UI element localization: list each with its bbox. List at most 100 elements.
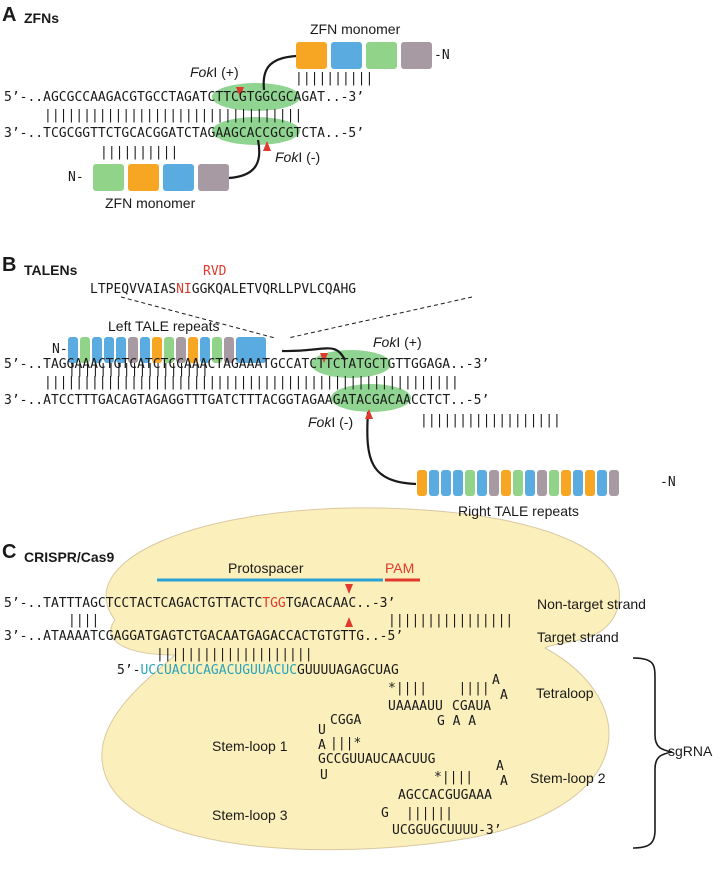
zfn-cut-site-highlight-bottom: [212, 117, 300, 145]
talen-linker-top: [281, 347, 346, 361]
talen-cut-site-highlight-bottom: [331, 384, 411, 412]
tetraloop-bottom-right: CGAUA: [452, 699, 492, 714]
tetraloop-pairs: *|||| ||||: [388, 681, 490, 696]
talen-left-n-terminus: N-: [52, 342, 68, 357]
stem-loop-1-label: Stem-loop 1: [212, 738, 288, 754]
right-tale-repeats: [417, 470, 619, 496]
talen-left-contact-ticks: ||||||||||||||||||: [68, 362, 209, 377]
tale-repeat-unit: [152, 337, 162, 363]
cas9-base-pairs-left: ||||: [68, 613, 100, 628]
protospacer-label: Protospacer: [228, 560, 304, 576]
zfn-monomer-bottom-domains: [93, 164, 229, 191]
talen-right-n-terminus: -N: [660, 475, 676, 490]
tetraloop-label: Tetraloop: [536, 685, 594, 701]
tale-repeat-unit: [489, 470, 499, 496]
stem-loop-3-g: G: [381, 806, 389, 821]
tale-repeat-unit: [104, 337, 114, 363]
tale-repeat-unit: [585, 470, 595, 496]
stem-loop-2-label: Stem-loop 2: [530, 770, 606, 786]
zfn-top-n-terminus: -N: [434, 48, 450, 63]
tetraloop-a2: A: [500, 688, 508, 703]
tale-repeat-unit: [561, 470, 571, 496]
zfn-bottom-n-terminus: N-: [68, 170, 84, 185]
cas9-protein-shape: [101, 507, 620, 851]
zfn-cut-arrow-top: [236, 87, 244, 97]
talen-cut-arrow-bottom: [365, 409, 373, 419]
zfn-linker-top: [262, 54, 297, 91]
stem-loop-2-a1: A: [496, 759, 504, 774]
guide-base-pairs: ||||||||||||||||||||: [156, 647, 313, 662]
tale-repeat-unit: [537, 470, 547, 496]
tale-repeat-unit: [212, 337, 222, 363]
tetraloop-bottom-left: UAAAAUU: [388, 699, 443, 714]
tale-repeat-unit: [453, 470, 463, 496]
tale-repeat-unit: [140, 337, 150, 363]
cas9-base-pairs-right: ||||||||||||||||: [388, 613, 514, 628]
tale-repeat-unit: [477, 470, 487, 496]
target-strand-label: Target strand: [537, 629, 619, 645]
left-tale-repeats: [68, 337, 266, 363]
tale-repeat-unit: [501, 470, 511, 496]
stem-loop-1-a: A: [318, 738, 326, 753]
stem-loop-2-pairs: *||||: [434, 770, 474, 785]
stem-loop-1-u1: U: [318, 723, 326, 738]
sgrna-label: sgRNA: [668, 743, 713, 759]
tale-repeat-sequence: LTPEQVVAIASNIGGKQALETVQRLLPVLCQAHG: [90, 282, 357, 297]
sgrna-5prime-strand: 5’-UCCUACUCAGACUGUUACUCGUUUUAGAGCUAG: [117, 663, 399, 678]
non-target-strand: 5’-..TATTTAGCTCCTACTCAGACTGTTACTCTGGTGAC…: [4, 596, 396, 611]
talen-right-contact-ticks: ||||||||||||||||||: [420, 413, 561, 428]
tale-repeat-unit: [609, 470, 619, 496]
foki-minus-label-b: FokI (-): [308, 414, 354, 430]
left-tale-label: Left TALE repeats: [108, 318, 220, 334]
tale-repeat-unit: [525, 470, 535, 496]
stem-loop-1-top: CGGA: [330, 713, 362, 728]
panel-c-letter: C: [2, 541, 17, 563]
tale-repeat-unit: [164, 337, 174, 363]
zfn-cut-arrow-bottom: [263, 141, 271, 151]
right-tale-label: Right TALE repeats: [458, 503, 579, 519]
tetraloop-gaa: G A A: [437, 714, 477, 729]
non-target-strand-label: Non-target strand: [537, 596, 646, 612]
talen-cut-arrow-top: [320, 353, 328, 363]
tale-repeat-unit: [188, 337, 198, 363]
tale-repeat-unit: [200, 337, 210, 363]
talen-top-strand: 5’-..TAGGAAACTGTCATCTCCAAACTAGAAATGCCATC…: [4, 357, 490, 372]
stem-loop-2-bottom: AGCCACGUGAAA: [398, 788, 492, 803]
tale-repeat-unit: [597, 470, 607, 496]
zfn-base-pairs: |||||||||||||||||||||||||||||||||: [44, 108, 303, 123]
zfn-bottom-contact-ticks: ||||||||||: [100, 145, 179, 160]
tale-repeat-unit: [429, 470, 439, 496]
pam-label: PAM: [385, 560, 415, 576]
talen-zoom-line-2: [287, 296, 473, 339]
tale-repeat-unit: [236, 337, 266, 363]
tale-repeat-unit: [417, 470, 427, 496]
tale-repeat-unit: [68, 337, 78, 363]
tetraloop-a1: A: [492, 673, 500, 688]
stem-loop-1-u2: U: [320, 768, 328, 783]
zfn-top-contact-ticks: ||||||||||: [295, 71, 374, 86]
zfn-linker-bottom: [228, 139, 261, 180]
stem-loop-3-pairs: ||||||: [406, 806, 453, 821]
panel-b-title: TALENs: [24, 262, 78, 278]
talen-bottom-strand: 3’-..ATCCTTTGACAGTAGAGGTTTGATCTTTACGGTAG…: [4, 393, 490, 408]
tale-repeat-unit: [128, 337, 138, 363]
panel-a-letter: A: [2, 4, 17, 26]
zfn-cut-site-highlight-top: [212, 83, 300, 111]
talen-cut-site-highlight-top: [311, 350, 391, 378]
stem-loop-3-bottom: UCGGUGCUUUU-3’: [392, 823, 502, 838]
stem-loop-1-bottom: GCCGUUAUCAACUUG: [318, 752, 436, 767]
stem-loop-1-pairs: |||*: [330, 736, 362, 751]
tale-repeat-unit: [92, 337, 102, 363]
panel-b-letter: B: [2, 254, 17, 276]
tale-repeat-unit: [573, 470, 583, 496]
foki-minus-label-a: FokI (-): [275, 149, 321, 165]
foki-plus-label-b: FokI (+): [373, 334, 422, 350]
rvd-label: RVD: [203, 264, 227, 279]
zfn-top-strand: 5’-..AGCGCCAAGACGTGCCTAGATCTTCGTGGCGCAGA…: [4, 90, 365, 105]
zfn-monomer-bottom-label: ZFN monomer: [105, 195, 196, 211]
tale-repeat-unit: [80, 337, 90, 363]
sgrna-brace: [632, 657, 673, 849]
tale-repeat-unit: [116, 337, 126, 363]
target-strand: 3’-..ATAAAATCGAGGATGAGTCTGACAATGAGACCACT…: [4, 629, 404, 644]
